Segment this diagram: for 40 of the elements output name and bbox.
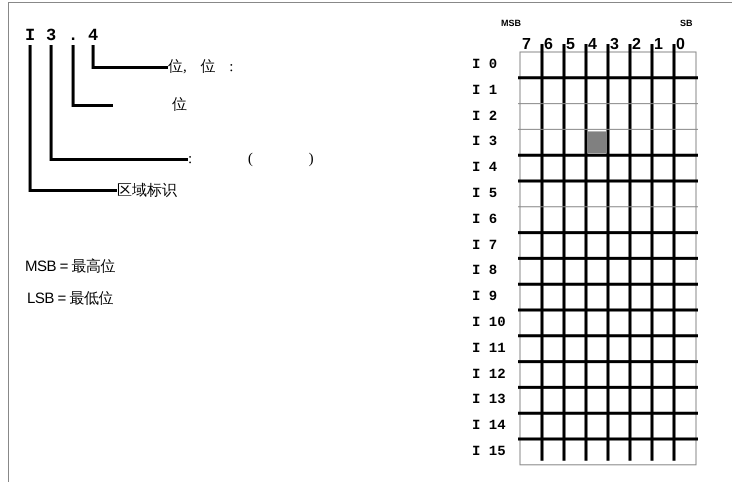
byte-address: I 5 — [472, 187, 498, 201]
bit-number: 0 — [676, 37, 685, 53]
address-character: 4 — [88, 28, 98, 45]
bit-number: 5 — [566, 37, 575, 53]
bit-number: 3 — [610, 37, 619, 53]
byte-address: I 13 — [472, 393, 506, 408]
leader-line — [92, 45, 168, 69]
leader-line — [72, 45, 113, 107]
byte-address: I 0 — [472, 58, 498, 72]
byte-address: I 9 — [472, 290, 498, 304]
bit-number: 6 — [544, 37, 553, 53]
bit-number: 1 — [654, 37, 663, 53]
byte-address: I 14 — [472, 419, 506, 434]
byte-address: I 2 — [472, 110, 498, 124]
byte-address: I 10 — [472, 316, 506, 330]
byte-address: I 15 — [472, 445, 506, 459]
byte-address: I 1 — [472, 84, 498, 98]
byte-address: I 3 — [472, 135, 498, 150]
msb-label: MSB — [501, 17, 521, 30]
description-text: 区域标识 — [117, 183, 177, 198]
bit-number: 7 — [522, 37, 531, 53]
byte-address: I 12 — [472, 368, 506, 382]
address-character: 3 — [46, 28, 56, 45]
note-text: LSB = 最低位 — [27, 289, 113, 309]
leader-line — [28, 45, 117, 192]
bit-number: 4 — [588, 37, 597, 53]
byte-address: I 7 — [472, 238, 498, 253]
leader-line — [50, 45, 188, 161]
byte-address: I 8 — [472, 264, 498, 278]
address-character: . — [68, 28, 78, 45]
description-text: : ( ) — [188, 152, 314, 167]
note-text: MSB = 最高位 — [25, 257, 116, 277]
lsb-label: SB — [680, 17, 693, 30]
description-text: 位, 位 : — [168, 60, 234, 75]
byte-address: I 6 — [472, 212, 498, 227]
byte-address: I 4 — [472, 161, 498, 176]
address-character: I — [25, 28, 36, 45]
bit-number: 2 — [632, 37, 641, 53]
byte-address: I 11 — [472, 342, 506, 356]
description-text: 位 — [113, 98, 187, 113]
